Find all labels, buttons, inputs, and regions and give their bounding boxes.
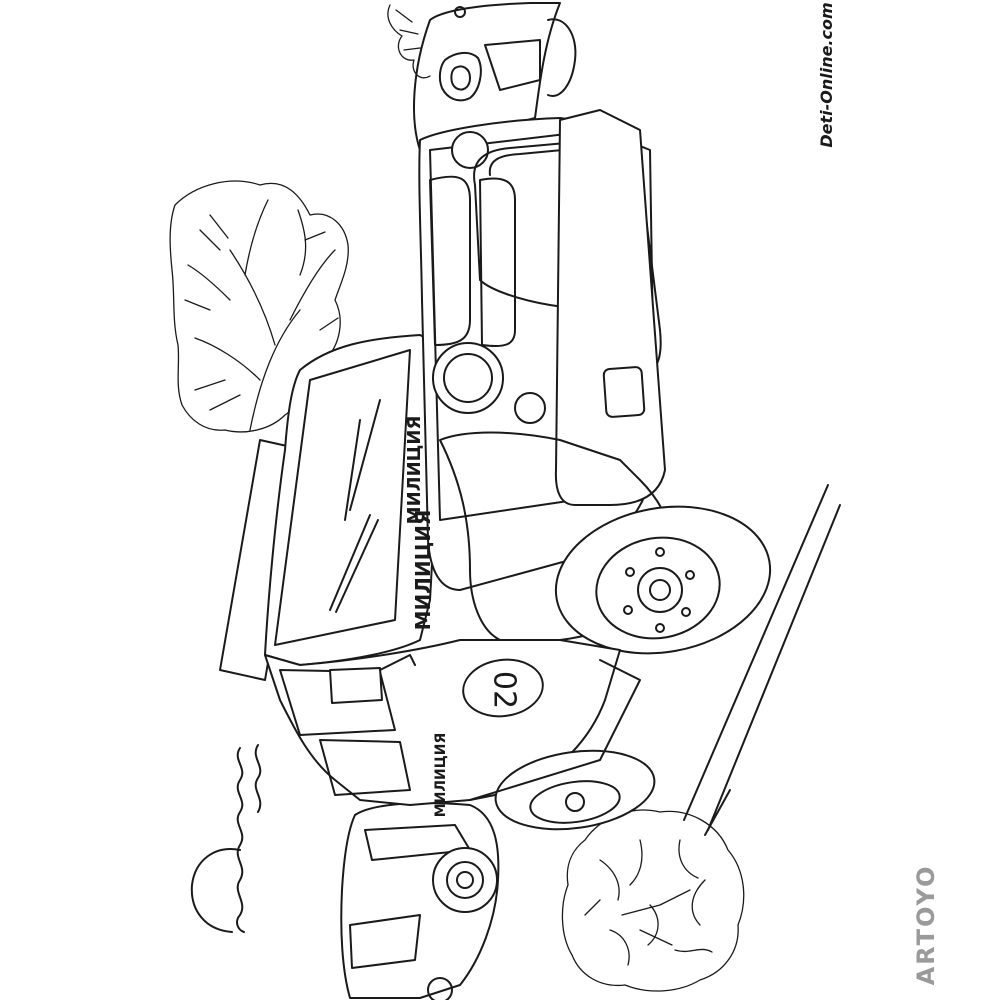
side-text-militsiya: МИЛИЦИЯ (411, 510, 435, 631)
unit-number: 02 (487, 671, 522, 709)
sun-and-cloud (190, 744, 262, 933)
background-car-top (413, 2, 577, 151)
road-lines (683, 484, 841, 836)
round-bush-tree (561, 809, 745, 992)
police-suv: МИЛИЦИЯ МИЛИЦИЯ 0 (219, 109, 772, 831)
watermark-site: Deti-Online.com (817, 2, 836, 147)
hood-text-militsiya: МИЛИЦИЯ (404, 416, 425, 525)
watermark-brand: ARTOYO (912, 865, 940, 986)
background-car-bottom (340, 802, 500, 1000)
door-text-militsiya: МИЛИЦИЯ (433, 733, 449, 817)
